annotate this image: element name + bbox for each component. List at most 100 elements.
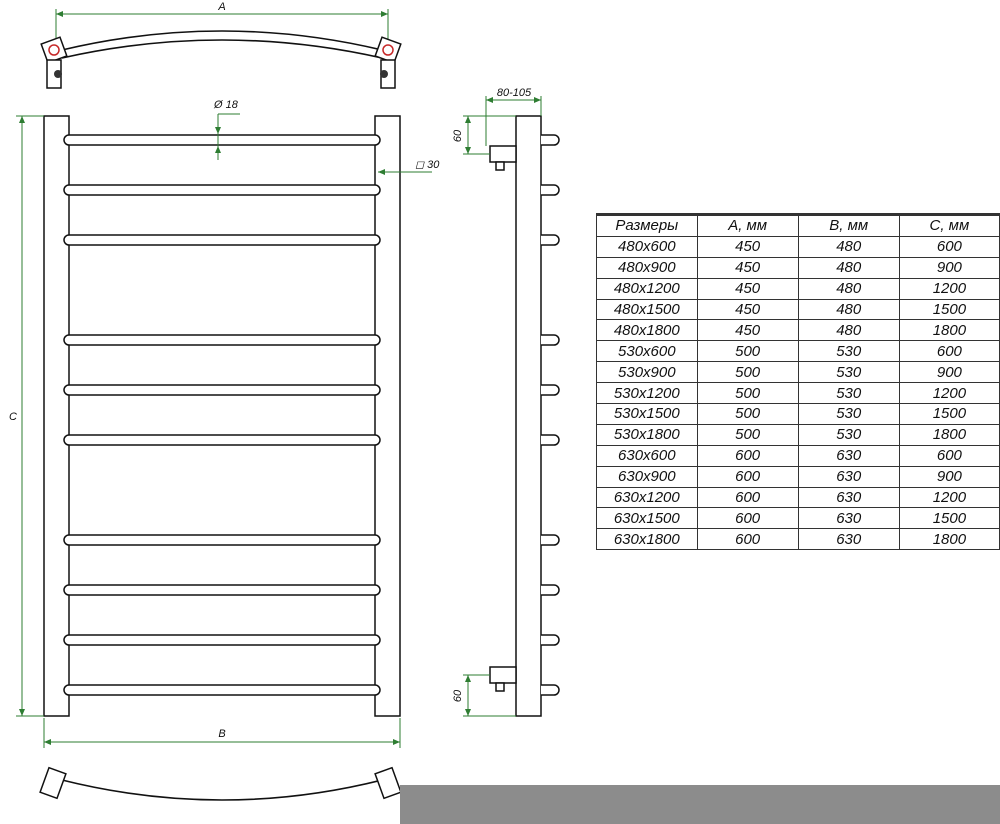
dim-label-tube-diameter: Ø 18 [213, 99, 239, 111]
table-cell: 480x1500 [596, 298, 698, 321]
table-cell: 530x1200 [596, 382, 698, 405]
table-cell: 500 [696, 361, 799, 384]
table-cell: 480x600 [596, 235, 698, 258]
table-cell: 630x1500 [596, 507, 698, 530]
dim-label-rail-section: ◻ 30 [415, 159, 440, 171]
table-cell: 630x600 [596, 444, 698, 467]
table-cell: 480 [797, 235, 900, 258]
table-cell: 450 [696, 256, 799, 279]
table-cell: 630 [797, 507, 900, 530]
crossbar-end [541, 234, 560, 246]
table-cell: 500 [696, 382, 799, 405]
crossbar-end [541, 384, 560, 396]
table-cell: 500 [696, 340, 799, 363]
table-cell: 450 [696, 319, 799, 342]
table-cell: 530x900 [596, 361, 698, 384]
dim-label-connector-bottom: 60 [452, 689, 464, 702]
crossbar [63, 584, 381, 596]
table-cell: 530x1800 [596, 423, 698, 446]
crossbar [63, 634, 381, 646]
crossbar [63, 334, 381, 346]
table-cell: 1500 [898, 298, 1000, 321]
crossbar [63, 684, 381, 696]
crossbar [63, 384, 381, 396]
dim-label-wall-offset: 80-105 [497, 87, 532, 99]
top-arc-inner [61, 39, 383, 59]
table-cell: 600 [696, 486, 799, 509]
crossbar-end [541, 534, 560, 546]
bottom-wall-connector [489, 666, 517, 684]
table-cell: 480 [797, 256, 900, 279]
table-cell: 600 [696, 444, 799, 467]
crossbar [63, 184, 381, 196]
crossbar [63, 134, 381, 146]
bottom-arc [61, 779, 383, 801]
crossbar-end [541, 684, 560, 696]
crossbar [63, 434, 381, 446]
left-side-rail [43, 115, 70, 717]
table-cell: 480 [797, 277, 900, 300]
header-b-mm: B, мм [797, 214, 900, 237]
table-cell: 450 [696, 277, 799, 300]
table-cell: 1200 [898, 277, 1000, 300]
crossbar-end [541, 184, 560, 196]
table-cell: 1800 [898, 528, 1000, 551]
table-cell: 600 [696, 528, 799, 551]
sizes-table-header-row: Размеры A, мм B, мм C, мм [596, 214, 1000, 237]
table-cell: 630x900 [596, 465, 698, 488]
table-cell: 480x1200 [596, 277, 698, 300]
header-c-mm: C, мм [898, 214, 1000, 237]
table-cell: 600 [696, 465, 799, 488]
table-cell: 630 [797, 444, 900, 467]
crossbar-end [541, 434, 560, 446]
table-cell: 1800 [898, 319, 1000, 342]
table-cell: 1500 [898, 403, 1000, 425]
table-cell: 450 [696, 235, 799, 258]
table-cell: 530 [797, 403, 900, 425]
right-side-rail [374, 115, 401, 717]
table-cell: 900 [898, 361, 1000, 384]
header-a-mm: A, мм [696, 214, 799, 237]
crossbar [63, 234, 381, 246]
table-cell: 630 [797, 528, 900, 551]
crossbar-end [541, 334, 560, 346]
top-view: A [40, 1, 402, 89]
table-cell: 600 [898, 340, 1000, 363]
table-cell: 1500 [898, 507, 1000, 530]
table-cell: 530x1500 [596, 403, 698, 425]
right-top-bracket [374, 36, 402, 89]
table-cell: 530 [797, 382, 900, 405]
left-bottom-bracket [39, 766, 67, 800]
fitting-icon [48, 44, 60, 56]
table-cell: 480 [797, 298, 900, 321]
table-cell: 480 [797, 319, 900, 342]
crossbars [63, 134, 381, 696]
right-bottom-bracket [374, 766, 402, 800]
dim-label-b: B [218, 728, 225, 740]
table-cell: 1200 [898, 486, 1000, 509]
table-cell: 530 [797, 340, 900, 363]
dim-label-a: A [217, 1, 225, 13]
table-cell: 500 [696, 403, 799, 425]
footer-bar [400, 785, 1000, 824]
crossbar-end [541, 134, 560, 146]
fitting-icon [382, 44, 394, 56]
table-cell: 500 [696, 423, 799, 446]
table-cell: 900 [898, 256, 1000, 279]
table-cell: 480x1800 [596, 319, 698, 342]
